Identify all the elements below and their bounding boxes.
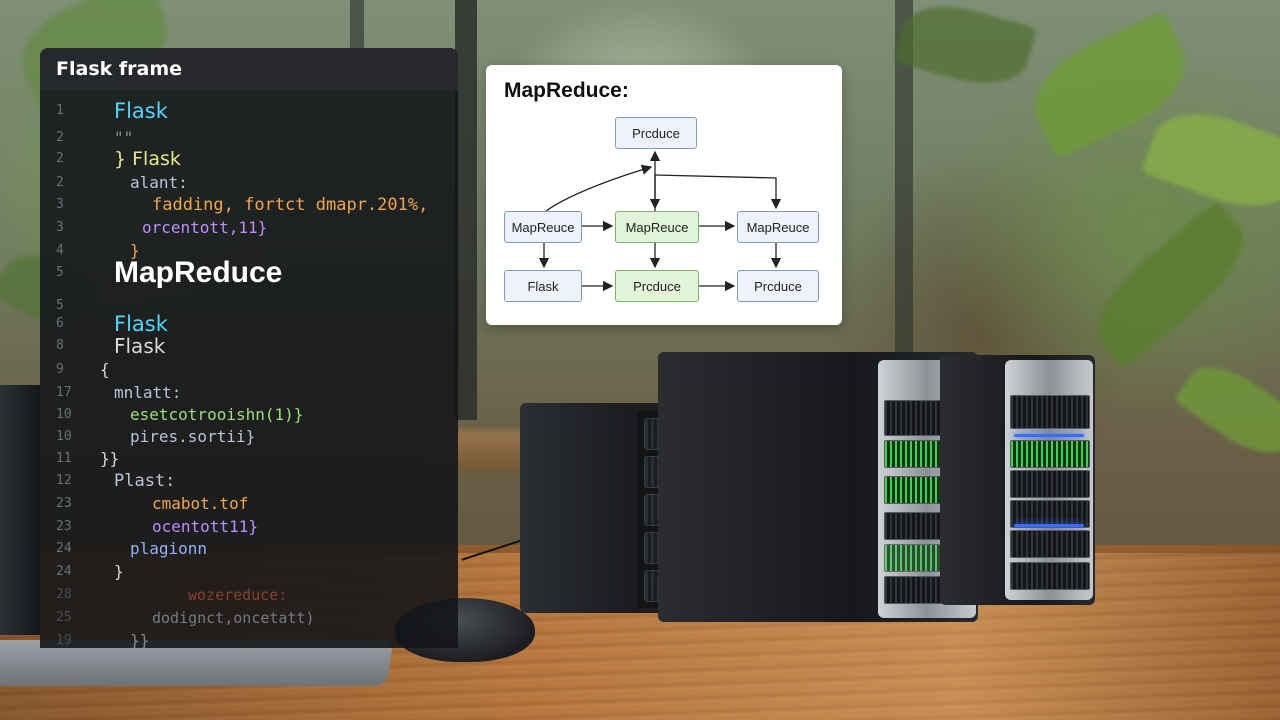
line-number: 3 [56,197,64,212]
code-text: orcentott,11} [142,218,268,237]
diagram-node-produce-top: Prcduce [615,117,697,149]
code-text: wozereduce: [188,586,288,604]
arrow-top-to-m3 [654,174,782,210]
line-number: 5 [56,265,64,280]
line-number: 24 [56,541,72,556]
diagram-node-flask: Flask [504,270,582,302]
code-text: pires.sortii} [130,427,256,446]
code-line: 28 wozereduce: [40,584,458,606]
code-line: 10 esetcotrooishn(1)} [40,404,458,426]
line-number: 6 [56,316,64,331]
line-number: 19 [56,633,72,648]
line-number: 5 [56,298,64,313]
code-text: "" [114,128,134,147]
drive-bay [1010,562,1090,590]
code-text: }} [130,631,150,648]
laptop-screen [0,385,40,635]
code-line: 5 MapReduce [40,256,458,289]
drive-bay [1010,440,1090,468]
code-text: } Flask [114,148,181,170]
code-line: 3 orcentott,11} [40,217,458,239]
line-number: 8 [56,338,64,353]
status-led-icon [1014,524,1084,527]
diagram-node-produce-right: Prcduce [737,270,819,302]
code-line: 1 Flask [40,100,458,122]
line-number: 12 [56,473,72,488]
line-number: 24 [56,564,72,579]
code-text: cmabot.tof [152,494,249,513]
drive-bay [1010,470,1090,498]
diagram-arrows [538,150,782,292]
drive-bay [1010,530,1090,558]
code-line: 8 Flask [40,335,458,357]
code-text: Flask [114,312,168,336]
code-line: 23 cmabot.tof [40,493,458,515]
code-text: { [100,360,110,379]
code-text: fadding, fortct dmapr.201%, [152,195,429,215]
diagram-title: MapReduce: [504,79,629,102]
line-number: 28 [56,587,72,602]
line-number: 2 [56,175,64,190]
code-line: 23 ocentott11} [40,516,458,538]
code-text: Flask [114,334,166,358]
line-number: 4 [56,243,64,258]
line-number: 10 [56,407,72,422]
drive-bay [1010,395,1090,429]
code-line: 12 Plast: [40,470,458,492]
code-text: MapReduce [114,256,283,289]
window-frame [350,0,364,60]
diagram-node-mapreduce-center: MapReuce [615,211,699,243]
code-line: 4} [40,240,458,262]
code-line: 2 } Flask [40,148,458,170]
code-text: mnlatt: [114,383,182,402]
status-led-icon [1014,434,1084,437]
line-number: 2 [56,151,64,166]
mapreduce-diagram-card: MapReduce: Prcduce MapReuce MapReuce [486,65,842,325]
code-text: esetcotrooishn(1)} [130,405,304,424]
code-line: 25 dodignct,oncetatt) [40,607,458,629]
code-text: }} [100,449,120,468]
diagram-node-mapreduce-left: MapReuce [504,211,582,243]
code-line: 9{ [40,359,458,381]
code-line: 11}} [40,448,458,470]
code-line: 2 "" [40,127,458,149]
code-line: 5 [40,295,458,317]
line-number: 17 [56,385,72,400]
line-number: 11 [56,451,72,466]
drive-bay [1010,500,1090,528]
code-text: ocentott11} [152,517,258,536]
code-line: 3 fadding, fortct dmapr.201%, [40,194,458,216]
line-number: 9 [56,362,64,377]
line-number: 1 [56,103,64,118]
code-text: plagionn [130,539,208,558]
diagram-node-mapreduce-right: MapReuce [737,211,819,243]
code-text: alant: [130,173,188,192]
line-number: 25 [56,610,72,625]
code-panel-title: Flask frame [40,48,458,90]
arrow-m1-to-top [545,164,653,212]
line-number: 3 [56,220,64,235]
code-line: 24} [40,561,458,583]
line-number: 10 [56,429,72,444]
code-line: 6 Flask [40,313,458,335]
window-frame [455,0,477,420]
line-number: 23 [56,496,72,511]
diagram-node-produce-center: Prcduce [615,270,699,302]
code-line: 19}} [40,630,458,648]
code-text: } [114,562,124,581]
code-line: 2 alant: [40,172,458,194]
code-text: Plast: [114,471,176,491]
code-text: Flask [114,99,168,123]
code-line: 24 plagionn [40,538,458,560]
code-line: 10 pires.sortii} [40,426,458,448]
line-number: 23 [56,519,72,534]
code-text: } [130,241,140,260]
line-number: 2 [56,130,64,145]
window-frame [895,0,913,360]
code-line: 17 mnlatt: [40,382,458,404]
code-text: dodignct,oncetatt) [152,609,315,627]
